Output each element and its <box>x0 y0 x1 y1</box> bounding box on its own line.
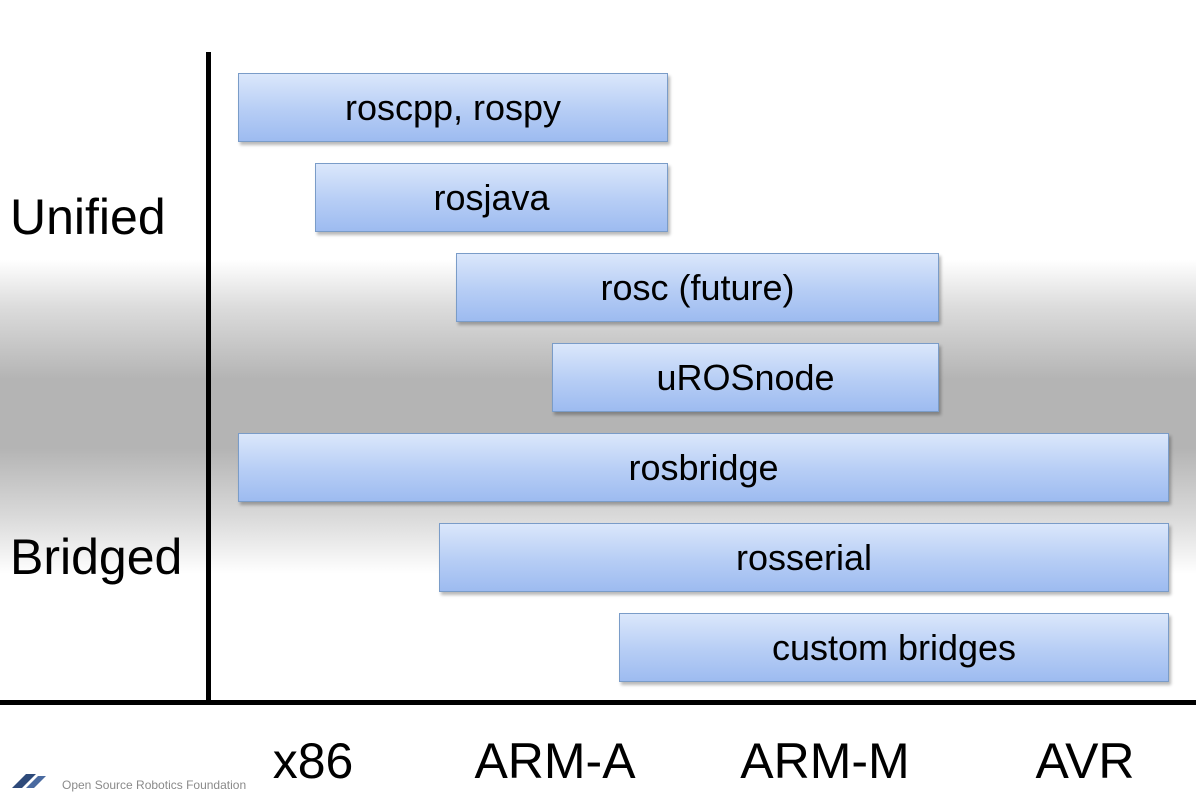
bar-urosnode: uROSnode <box>552 343 939 412</box>
bar-roscpp-rospy: roscpp, rospy <box>238 73 668 142</box>
x-label-x86: x86 <box>272 733 354 789</box>
bar-rosserial: rosserial <box>439 523 1169 592</box>
footer-logo-text: Open Source Robotics Foundation <box>62 778 247 792</box>
x-label-arm-m: ARM-M <box>740 733 910 789</box>
bar-rosbridge: rosbridge <box>238 433 1169 502</box>
bar-rosc-future: rosc (future) <box>456 253 939 322</box>
bar-rosjava: rosjava <box>315 163 668 232</box>
horizontal-axis-line <box>0 700 1196 705</box>
osrf-logo-icon <box>12 772 52 788</box>
bar-custom-bridges: custom bridges <box>619 613 1169 682</box>
x-label-arm-a: ARM-A <box>474 733 636 789</box>
vertical-axis-line <box>206 52 211 704</box>
y-label-bridged: Bridged <box>10 529 183 585</box>
y-label-unified: Unified <box>10 189 166 245</box>
x-label-avr: AVR <box>1035 733 1135 789</box>
